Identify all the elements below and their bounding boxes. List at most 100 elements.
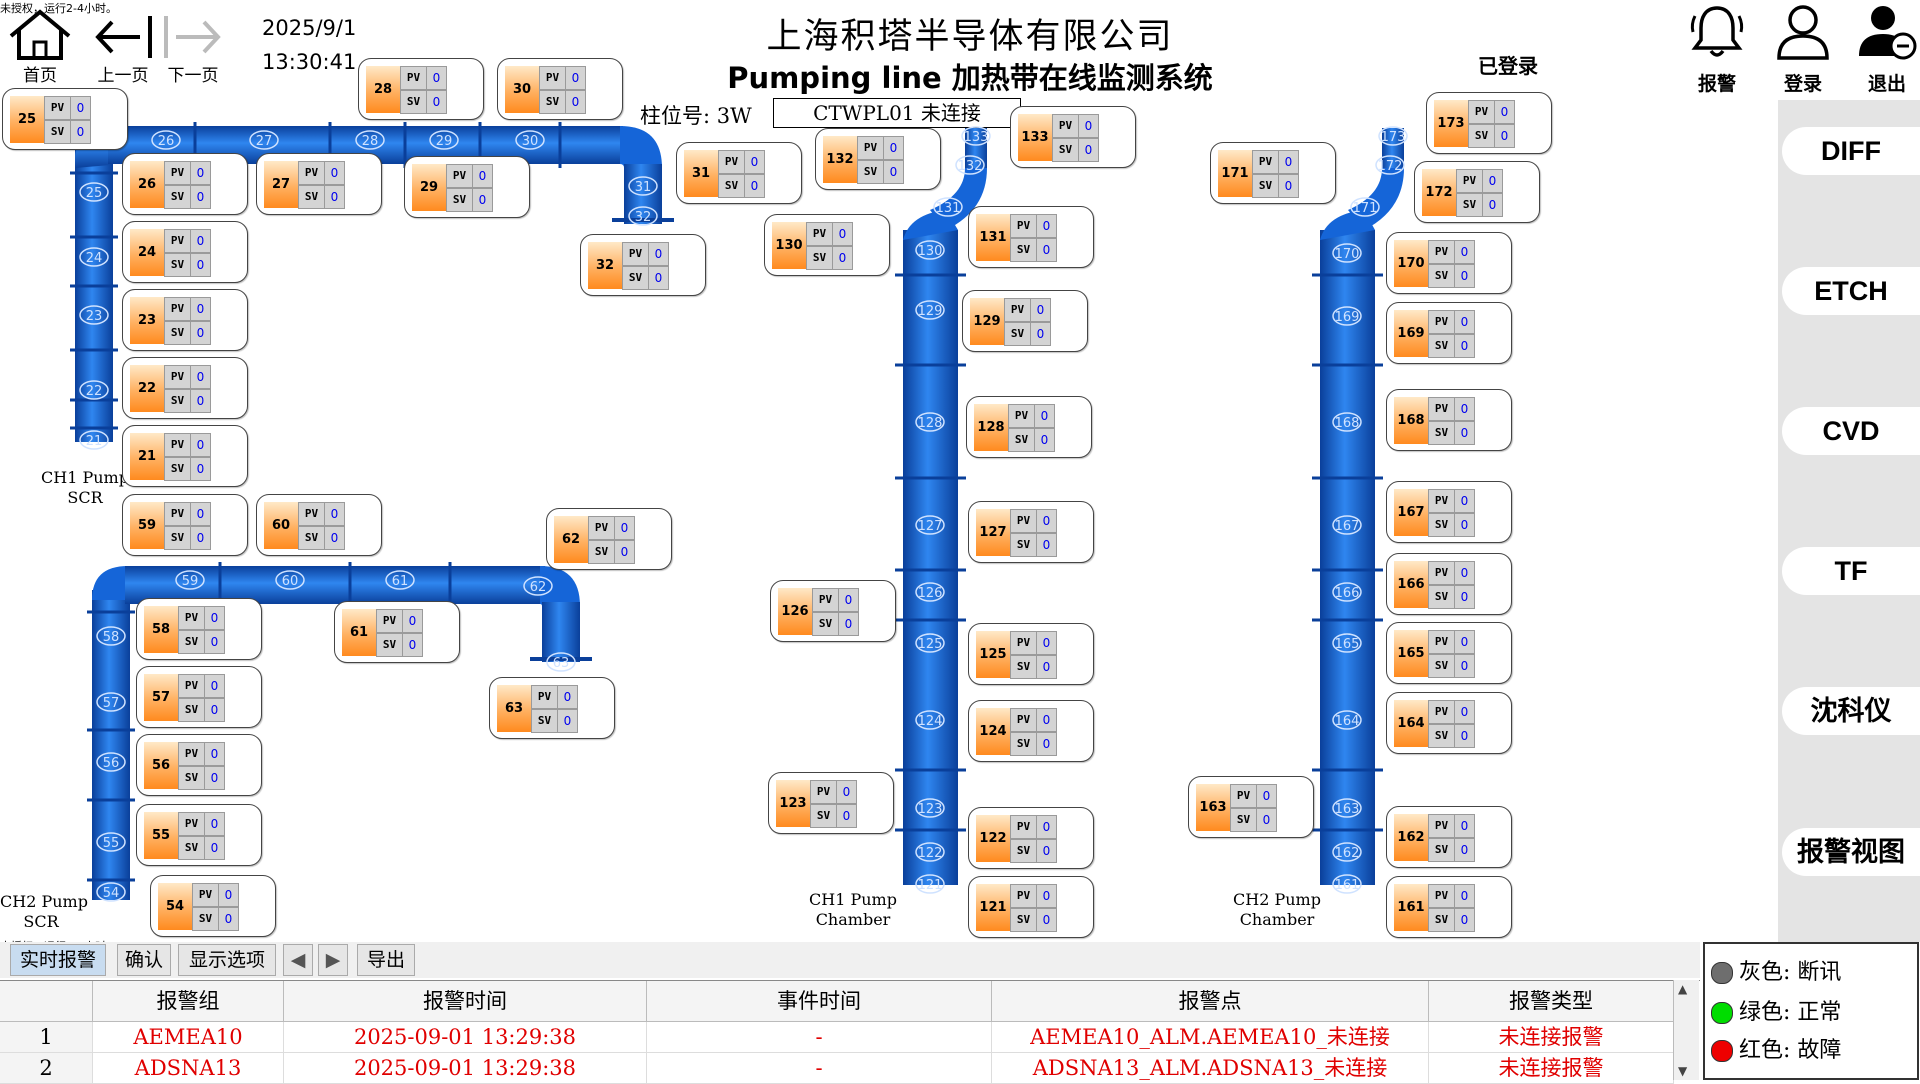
segment-ring xyxy=(933,197,963,217)
sv-label: SV xyxy=(1008,428,1035,452)
sv-label: SV xyxy=(1230,808,1257,832)
table-scrollbar[interactable]: ▲ ▼ xyxy=(1673,980,1699,1080)
login-button[interactable]: 登录 xyxy=(1768,2,1838,96)
display-options-button[interactable]: 显示选项 xyxy=(178,944,276,976)
sv-value: 0 xyxy=(744,174,765,198)
segment-ring xyxy=(915,633,945,653)
home-label: 首页 xyxy=(23,66,57,86)
scroll-down-icon[interactable]: ▼ xyxy=(1678,1064,1688,1078)
realtime-alarm-tab[interactable]: 实时报警 xyxy=(10,944,106,976)
sv-value: 0 xyxy=(614,540,635,564)
menu-etch[interactable]: ETCH xyxy=(1782,267,1920,315)
triangle-right-icon: ▶ xyxy=(325,949,341,971)
bell-icon xyxy=(1690,6,1744,57)
logout-button[interactable]: 退出 xyxy=(1852,2,1920,96)
col-alarm-type[interactable]: 报警类型 xyxy=(1429,981,1674,1022)
menu-alarm-view[interactable]: 报警视图 xyxy=(1782,828,1920,876)
sv-value: 0 xyxy=(1036,732,1057,756)
pv-label: PV xyxy=(1468,100,1495,124)
prev-page-button[interactable]: 上一页 xyxy=(88,8,158,88)
sv-label: SV xyxy=(806,246,833,270)
sv-value: 0 xyxy=(1036,533,1057,557)
home-button[interactable]: 首页 xyxy=(5,8,75,88)
row-point: AEMEA10_ALM.AEMEA10_未连接 xyxy=(992,1022,1429,1053)
next-page-button[interactable]: 下一页 xyxy=(158,8,228,88)
export-button[interactable]: 导出 xyxy=(357,944,415,976)
col-alarm-point[interactable]: 报警点 xyxy=(992,981,1429,1022)
scroll-up-icon[interactable]: ▲ xyxy=(1678,982,1688,996)
alarm-label: 报警 xyxy=(1697,73,1736,95)
red-dot-icon xyxy=(1711,1040,1733,1062)
pv-value: 0 xyxy=(190,365,211,389)
menu-tf[interactable]: TF xyxy=(1782,547,1920,595)
alarm-button[interactable]: 报警 xyxy=(1682,2,1752,96)
menu-diff[interactable]: DIFF xyxy=(1782,127,1920,175)
zone-number: 163 xyxy=(1196,784,1230,831)
scroll-right-button[interactable]: ▶ xyxy=(318,944,348,976)
segment-ring xyxy=(1332,306,1362,326)
menu-skyvac[interactable]: 沈科仪 xyxy=(1782,687,1920,735)
segment-label-ch1_scr: 23 xyxy=(86,309,103,324)
table-corner xyxy=(0,981,93,1022)
scroll-left-button[interactable]: ◀ xyxy=(283,944,313,976)
menu-cvd[interactable]: CVD xyxy=(1782,407,1920,455)
pv-label: PV xyxy=(1428,310,1455,334)
zone-number: 121 xyxy=(976,884,1010,931)
col-event-time[interactable]: 事件时间 xyxy=(647,981,992,1022)
pv-value: 0 xyxy=(1030,298,1051,322)
zone-number: 168 xyxy=(1394,397,1428,444)
col-alarm-group[interactable]: 报警组 xyxy=(93,981,284,1022)
col-alarm-time[interactable]: 报警时间 xyxy=(284,981,647,1022)
confirm-button[interactable]: 确认 xyxy=(117,944,171,976)
sv-label: SV xyxy=(1010,908,1037,932)
